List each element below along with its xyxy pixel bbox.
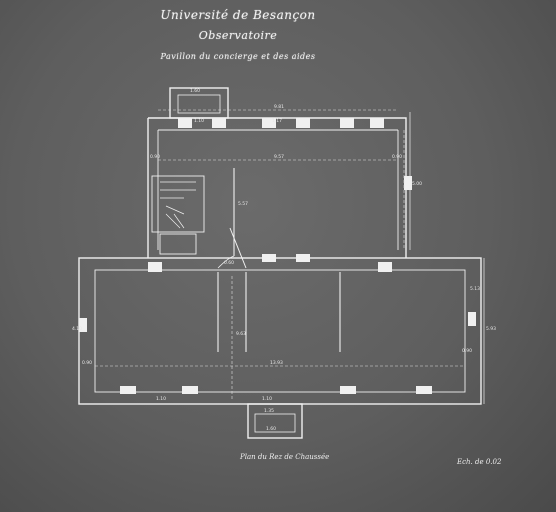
dim-lower-right-pier: 0.90 <box>462 348 472 354</box>
lower-block-outer <box>78 257 482 405</box>
dim-bottom-window: 1.10 <box>156 396 166 402</box>
door-leaf <box>229 227 247 269</box>
dim-upper-depth: 5.57 <box>238 201 248 207</box>
dim-upper-total: 9.81 <box>274 104 284 110</box>
building-label: Pavillon du concierge et des aides <box>160 52 316 61</box>
title: Université de Besançon <box>160 8 316 22</box>
plan-caption: Plan du Rez de Chaussée <box>240 453 330 461</box>
bottom-porch <box>247 403 303 439</box>
dim-lower-total-height: 5.93 <box>486 326 496 332</box>
dim-upper-height: 5.00 <box>412 181 422 187</box>
dim-upper-window-right: 1.17 <box>272 118 282 124</box>
dim-porch-top: 1.60 <box>190 88 200 94</box>
bottom-porch-step <box>254 413 296 433</box>
subtitle: Observatoire <box>198 29 278 42</box>
upper-block-outer <box>147 117 407 258</box>
dim-stair-gap: 0.60 <box>224 260 234 266</box>
dim-upper-window-left: 1.10 <box>194 118 204 124</box>
dim-lower-height: 5.13 <box>470 286 480 292</box>
stair-treads <box>160 181 196 229</box>
dimension-chains <box>95 109 465 400</box>
door-swing <box>217 255 235 269</box>
dim-lower-inner: 13.93 <box>270 360 283 366</box>
staircase <box>151 175 205 233</box>
dim-porch-step: 1.60 <box>266 426 276 432</box>
dimension-labels: 1.60 9.81 9.57 0.90 0.90 1.10 1.17 5.00 … <box>72 88 496 432</box>
dim-central-depth: 9.63 <box>236 331 246 337</box>
top-porch-step <box>177 94 221 114</box>
dim-bottom-door: 1.10 <box>262 396 272 402</box>
walls <box>78 87 485 439</box>
lower-block-inner <box>94 269 466 393</box>
dim-upper-inner: 9.57 <box>274 154 284 160</box>
upper-block-inner <box>157 129 399 250</box>
scale-label: Ech. de 0.02 <box>457 458 502 466</box>
dim-porch-bottom: 1.35 <box>264 408 274 414</box>
dim-lower-left-pier: 0.90 <box>82 360 92 366</box>
dim-lower-side-left: 4.10 <box>72 326 82 332</box>
dim-upper-right-pier: 0.90 <box>392 154 402 160</box>
closet <box>159 233 197 255</box>
dim-upper-left-pier: 0.90 <box>150 154 160 160</box>
window-piers <box>79 118 476 394</box>
